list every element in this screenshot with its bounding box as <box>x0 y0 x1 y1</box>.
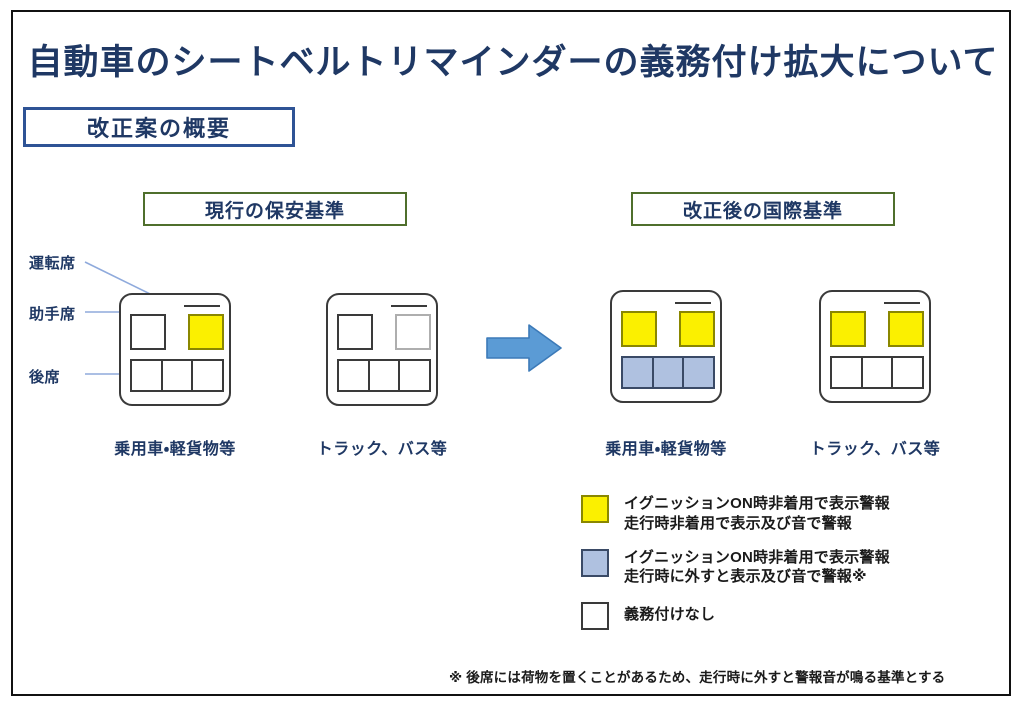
seat-rear-2 <box>651 356 685 389</box>
vehicle-car-revised <box>610 290 722 403</box>
legend-text-yellow-line2: 走行時非着用で表示及び音で警報 <box>624 514 853 532</box>
page-title: 自動車のシートベルトリマインダーの義務付け拡大について <box>27 43 999 82</box>
dashboard-bar-icon <box>391 305 427 307</box>
seat-rear-1 <box>337 359 370 392</box>
rear-seat-row <box>830 356 925 389</box>
legend-item-yellow: イグニッションON時非着用で表示警報 走行時非着用で表示及び音で警報 <box>581 494 1001 534</box>
legend-swatch-yellow-icon <box>581 495 609 523</box>
legend-swatch-white-icon <box>581 602 609 631</box>
front-seat-row <box>337 314 431 350</box>
seat-driver <box>888 311 924 347</box>
seat-rear-2 <box>860 356 894 389</box>
vehicle-caption-car-revised: 乗用車・軽貨物等 <box>605 441 727 458</box>
rear-seat-row <box>130 359 225 392</box>
seat-rear-1 <box>830 356 863 389</box>
vehicle-caption-truck-revised: トラック、バス等 <box>809 441 941 458</box>
seat-rear-2 <box>160 359 194 392</box>
seat-driver <box>679 311 715 347</box>
dashboard-bar-icon <box>884 302 920 304</box>
front-seat-row <box>130 314 224 350</box>
seat-rear-1 <box>621 356 654 389</box>
seat-passenger <box>130 314 166 350</box>
front-seat-row <box>830 311 924 347</box>
dashboard-bar-icon <box>184 305 220 307</box>
rear-seat-row <box>337 359 432 392</box>
legend-text-blue: イグニッションON時非着用で表示警報 走行時に外すと表示及び音で警報※ <box>624 548 890 588</box>
seat-passenger <box>621 311 657 347</box>
seat-driver <box>395 314 431 350</box>
legend-item-none: 義務付けなし <box>581 601 1001 631</box>
seat-rear-3 <box>398 359 432 392</box>
transition-arrow-icon <box>486 324 562 372</box>
footnote: ※ 後席には荷物を置くことがあるため、走行時に外すと警報音が鳴る基準とする <box>449 670 946 685</box>
legend-text-blue-line2: 走行時に外すと表示及び音で警報※ <box>624 568 867 586</box>
seat-label-passenger: 助手席 <box>29 306 76 323</box>
seat-rear-3 <box>682 356 716 389</box>
subtitle-box-label: 改正案の概要 <box>86 116 231 141</box>
seat-rear-2 <box>367 359 401 392</box>
legend-swatch-blue-icon <box>581 548 609 577</box>
seat-rear-3 <box>191 359 225 392</box>
section-header-revised: 改正後の国際基準 <box>631 192 895 226</box>
seat-rear-3 <box>891 356 925 389</box>
seat-driver <box>188 314 224 350</box>
rear-seat-row <box>621 356 716 389</box>
dashboard-bar-icon <box>675 302 711 304</box>
subtitle-box: 改正案の概要 <box>23 107 295 147</box>
section-header-revised-label: 改正後の国際基準 <box>682 200 843 222</box>
legend-text-none-line1: 義務付けなし <box>624 606 716 624</box>
seat-label-rear: 後席 <box>29 369 61 386</box>
legend-item-blue: イグニッションON時非着用で表示警報 走行時に外すと表示及び音で警報※ <box>581 548 1001 588</box>
seat-rear-1 <box>130 359 163 392</box>
seat-label-driver: 運転席 <box>29 255 76 272</box>
vehicle-caption-car-current: 乗用車・軽貨物等 <box>114 441 236 458</box>
front-seat-row <box>621 311 715 347</box>
legend: イグニッションON時非着用で表示警報 走行時非着用で表示及び音で警報 イグニッシ… <box>581 494 1001 644</box>
section-header-current-label: 現行の保安基準 <box>204 200 345 222</box>
seat-passenger <box>337 314 373 350</box>
section-header-current: 現行の保安基準 <box>143 192 407 226</box>
vehicle-truck-revised <box>819 290 931 403</box>
legend-text-yellow: イグニッションON時非着用で表示警報 走行時非着用で表示及び音で警報 <box>624 494 890 534</box>
slide-frame: 自動車のシートベルトリマインダーの義務付け拡大について 改正案の概要 現行の保安… <box>11 10 1011 696</box>
legend-text-yellow-line1: イグニッションON時非着用で表示警報 <box>624 495 890 512</box>
vehicle-car-current <box>119 293 231 406</box>
seat-passenger <box>830 311 866 347</box>
legend-text-blue-line1: イグニッションON時非着用で表示警報 <box>624 548 890 566</box>
vehicle-truck-current <box>326 293 438 406</box>
vehicle-caption-truck-current: トラック、バス等 <box>316 441 448 458</box>
legend-text-none: 義務付けなし <box>624 601 715 625</box>
